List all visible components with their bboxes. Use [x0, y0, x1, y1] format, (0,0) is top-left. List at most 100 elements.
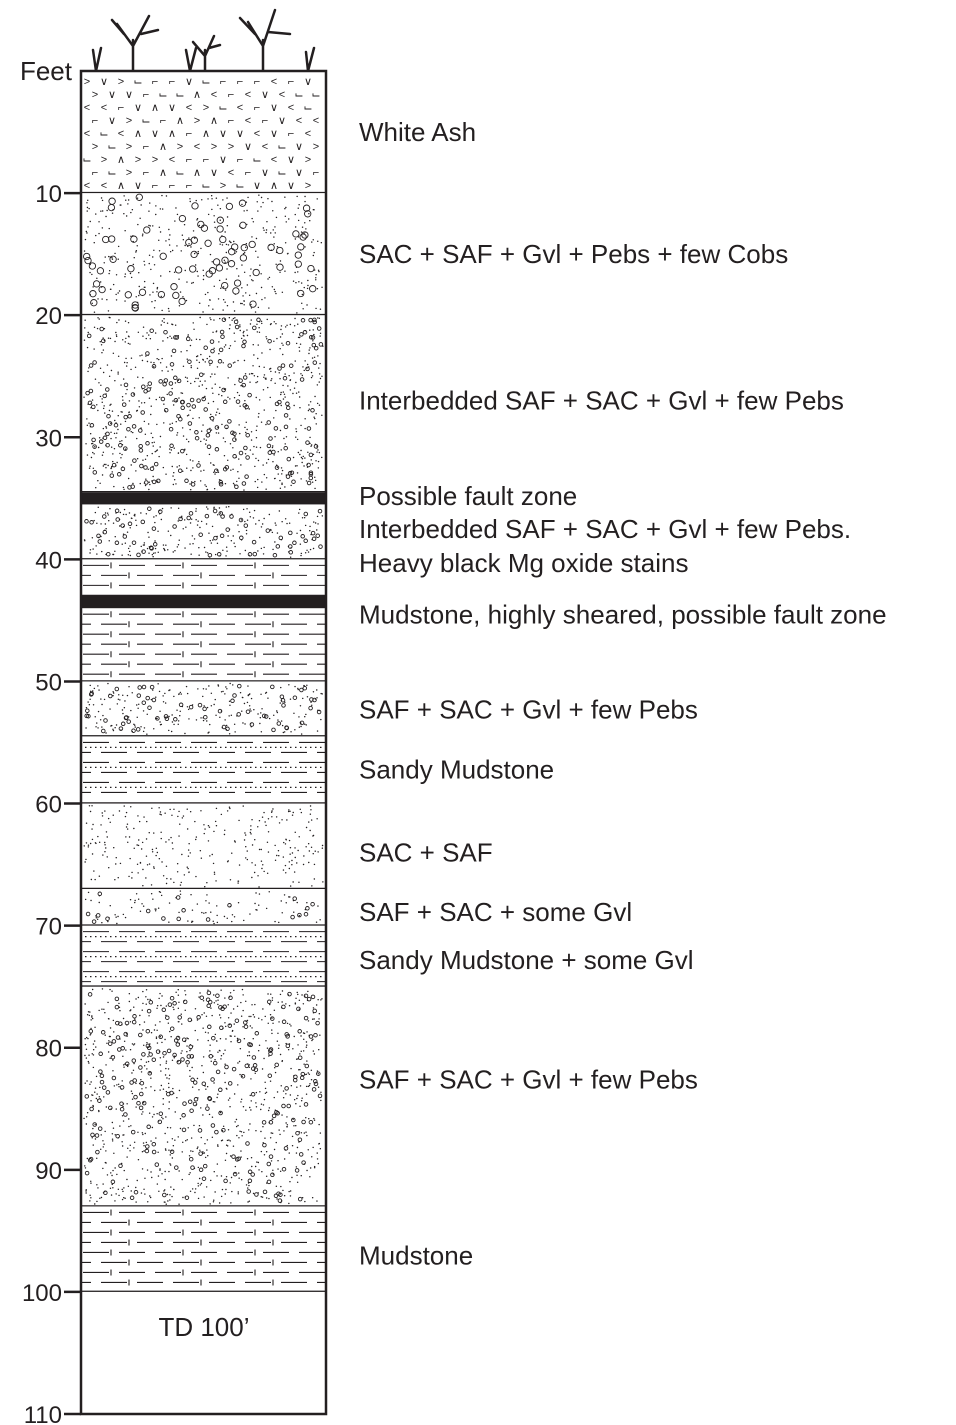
- svg-text:∨: ∨: [270, 128, 278, 140]
- svg-text:⌙: ⌙: [107, 141, 116, 153]
- svg-text:∧: ∧: [193, 89, 201, 101]
- svg-text:∨: ∨: [125, 89, 133, 101]
- svg-text:<: <: [288, 102, 294, 114]
- layer-gravelly-sand: [81, 315, 326, 493]
- svg-text:⌙: ⌙: [277, 167, 286, 179]
- depth-tick-label: 30: [35, 425, 62, 452]
- svg-text:⌐: ⌐: [92, 167, 98, 179]
- svg-text:>: >: [203, 102, 209, 114]
- lithology-description: Heavy black Mg oxide stains: [359, 548, 688, 578]
- layer-ash: >∨>⌙⌐⌐∨⌙⌐⌐⌐<⌐∨>∨∨⌐⌙⌙∧<⌐<∨<⌙⌙<<⌐∨∧∨<>⌙<⌐∨…: [81, 71, 326, 194]
- depth-tick-label: 10: [35, 181, 62, 208]
- lithology-description: Mudstone: [359, 1240, 473, 1270]
- lithology-description: SAF + SAC + Gvl + few Pebs: [359, 1065, 698, 1095]
- svg-text:∧: ∧: [117, 180, 125, 192]
- lithology-description: SAF + SAC + some Gvl: [359, 897, 632, 927]
- svg-text:⌙: ⌙: [201, 180, 210, 192]
- svg-text:<: <: [84, 180, 90, 192]
- svg-text:∨: ∨: [261, 89, 269, 101]
- svg-text:<: <: [118, 128, 124, 140]
- svg-text:>: >: [305, 180, 311, 192]
- svg-text:⌐: ⌐: [92, 115, 98, 127]
- layer-gravelly-sand: [81, 504, 326, 560]
- svg-text:∨: ∨: [219, 128, 227, 140]
- svg-text:⌐: ⌐: [169, 180, 175, 192]
- svg-text:<: <: [101, 102, 107, 114]
- svg-text:>: >: [135, 154, 141, 166]
- lithology-description: Sandy Mudstone: [359, 754, 554, 784]
- svg-text:<: <: [254, 128, 260, 140]
- lithology-description: Interbedded SAF + SAC + Gvl + few Pebs.: [359, 514, 851, 544]
- depth-tick-label: 90: [35, 1158, 62, 1185]
- svg-text:<: <: [313, 115, 319, 127]
- depth-tick-label: 80: [35, 1036, 62, 1063]
- svg-text:>: >: [177, 141, 183, 153]
- svg-text:⌙: ⌙: [235, 180, 244, 192]
- layer-gravelly-sand: [81, 681, 326, 737]
- svg-text:⌙: ⌙: [311, 89, 320, 101]
- svg-text:⌙: ⌙: [107, 167, 116, 179]
- svg-text:⌐: ⌐: [203, 154, 209, 166]
- column-frame: [79, 69, 328, 1416]
- svg-text:∨: ∨: [134, 180, 142, 192]
- svg-text:⌙: ⌙: [277, 141, 286, 153]
- svg-text:>: >: [126, 167, 132, 179]
- lithology-description: SAC + SAF: [359, 837, 493, 867]
- svg-text:∨: ∨: [270, 102, 278, 114]
- layer-sandy-mudstone: [81, 736, 326, 804]
- svg-text:⌙: ⌙: [158, 89, 167, 101]
- svg-text:∨: ∨: [261, 167, 269, 179]
- svg-text:∨: ∨: [185, 76, 193, 88]
- svg-text:∧: ∧: [134, 128, 142, 140]
- lithology-description: Mudstone, highly sheared, possible fault…: [359, 599, 887, 629]
- svg-text:⌐: ⌐: [160, 115, 166, 127]
- layer-mudstone: [81, 559, 326, 596]
- svg-text:∨: ∨: [287, 180, 295, 192]
- svg-text:∨: ∨: [236, 128, 244, 140]
- svg-text:∧: ∧: [159, 167, 167, 179]
- svg-text:⌐: ⌐: [237, 76, 243, 88]
- svg-text:>: >: [152, 154, 158, 166]
- svg-text:>: >: [92, 89, 98, 101]
- layer-pebbles: [81, 193, 326, 316]
- svg-text:<: <: [169, 154, 175, 166]
- depth-tick-label: 110: [24, 1402, 62, 1425]
- depth-tick-label: 50: [35, 669, 62, 696]
- svg-text:∨: ∨: [134, 102, 142, 114]
- svg-text:<: <: [228, 167, 234, 179]
- depth-tick-label: 70: [35, 914, 62, 941]
- svg-text:⌙: ⌙: [141, 115, 150, 127]
- svg-text:⌐: ⌐: [169, 76, 175, 88]
- svg-text:∨: ∨: [108, 89, 116, 101]
- depth-tick-label: 40: [35, 547, 62, 574]
- svg-text:<: <: [245, 89, 251, 101]
- svg-text:>: >: [126, 141, 132, 153]
- lithology-description: Possible fault zone: [359, 481, 577, 511]
- svg-text:∨: ∨: [219, 154, 227, 166]
- svg-text:∧: ∧: [193, 167, 201, 179]
- layer-fault: [81, 595, 326, 609]
- svg-text:⌙: ⌙: [99, 128, 108, 140]
- svg-text:⌐: ⌐: [288, 76, 294, 88]
- svg-text:⌐: ⌐: [262, 115, 268, 127]
- layer-sandy-mudstone: [81, 925, 326, 987]
- lithology-description: White Ash: [359, 117, 476, 147]
- svg-text:∨: ∨: [210, 167, 218, 179]
- svg-text:∧: ∧: [210, 115, 218, 127]
- svg-text:∨: ∨: [295, 141, 303, 153]
- svg-text:>: >: [228, 141, 234, 153]
- svg-text:<: <: [237, 102, 243, 114]
- svg-text:⌐: ⌐: [228, 115, 234, 127]
- svg-text:<: <: [271, 76, 277, 88]
- layer-gravelly-sand: [81, 986, 326, 1207]
- svg-text:⌐: ⌐: [118, 102, 124, 114]
- svg-text:<: <: [262, 141, 268, 153]
- svg-text:⌙: ⌙: [82, 154, 91, 166]
- svg-text:⌙: ⌙: [201, 76, 210, 88]
- svg-text:⌐: ⌐: [254, 102, 260, 114]
- svg-text:⌐: ⌐: [143, 141, 149, 153]
- svg-text:⌙: ⌙: [133, 76, 142, 88]
- svg-text:∨: ∨: [168, 102, 176, 114]
